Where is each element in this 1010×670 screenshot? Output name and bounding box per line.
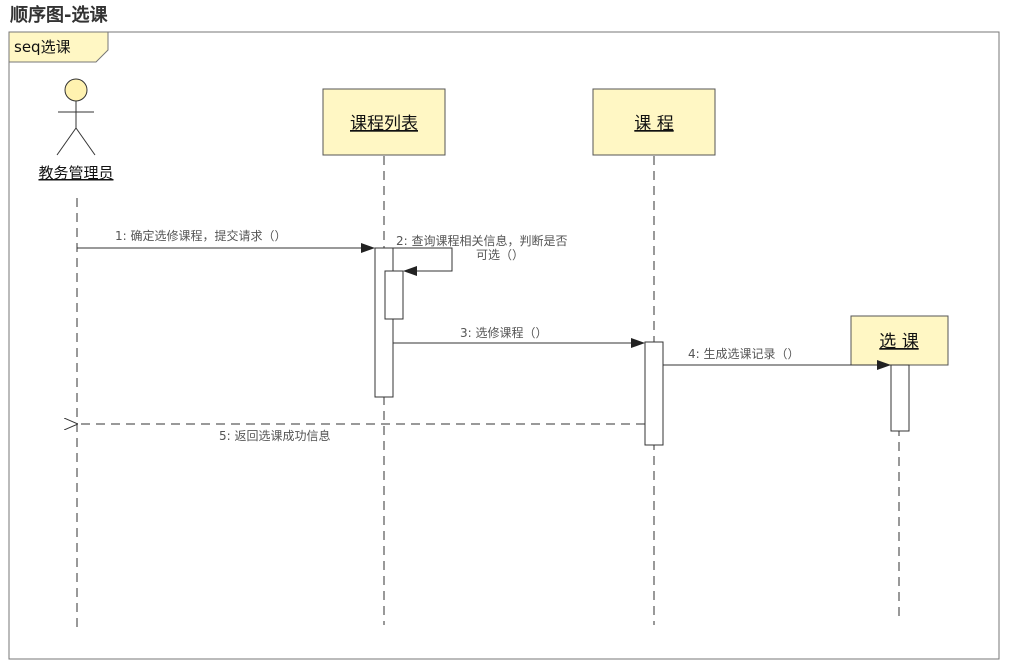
- course-activation: [644, 341, 664, 446]
- course-label: 课 程: [634, 114, 673, 134]
- message-4-label: 4: 生成选课记录（）: [688, 347, 800, 361]
- message-2-label-line2: 可选（）: [476, 248, 524, 262]
- message-1-label: 1: 确定选修课程，提交请求（）: [115, 228, 287, 243]
- course-list-object[interactable]: [322, 88, 446, 156]
- course-list-self-activation: [384, 270, 404, 320]
- selection-object[interactable]: [850, 315, 949, 366]
- frame-border: [8, 31, 1000, 660]
- message-3-label: 3: 选修课程（）: [460, 325, 548, 340]
- message-2-arrow[interactable]: [393, 247, 453, 276]
- course-object[interactable]: [592, 88, 716, 156]
- actor-head-icon: [64, 78, 88, 102]
- actor-label: 教务管理员: [38, 164, 113, 182]
- course-list-activation: [374, 247, 394, 398]
- message-5-label: 5: 返回选课成功信息: [219, 428, 331, 443]
- page-title: 顺序图-选课: [10, 5, 108, 26]
- message-2-label-line1: 2: 查询课程相关信息，判断是否: [396, 233, 568, 248]
- selection-activation: [890, 364, 910, 432]
- selection-label: 选 课: [879, 332, 918, 352]
- actor-figure[interactable]: [56, 78, 96, 156]
- frame-label: seq选课: [14, 38, 71, 56]
- frame-tag: [8, 31, 109, 63]
- course-list-label: 课程列表: [350, 114, 418, 134]
